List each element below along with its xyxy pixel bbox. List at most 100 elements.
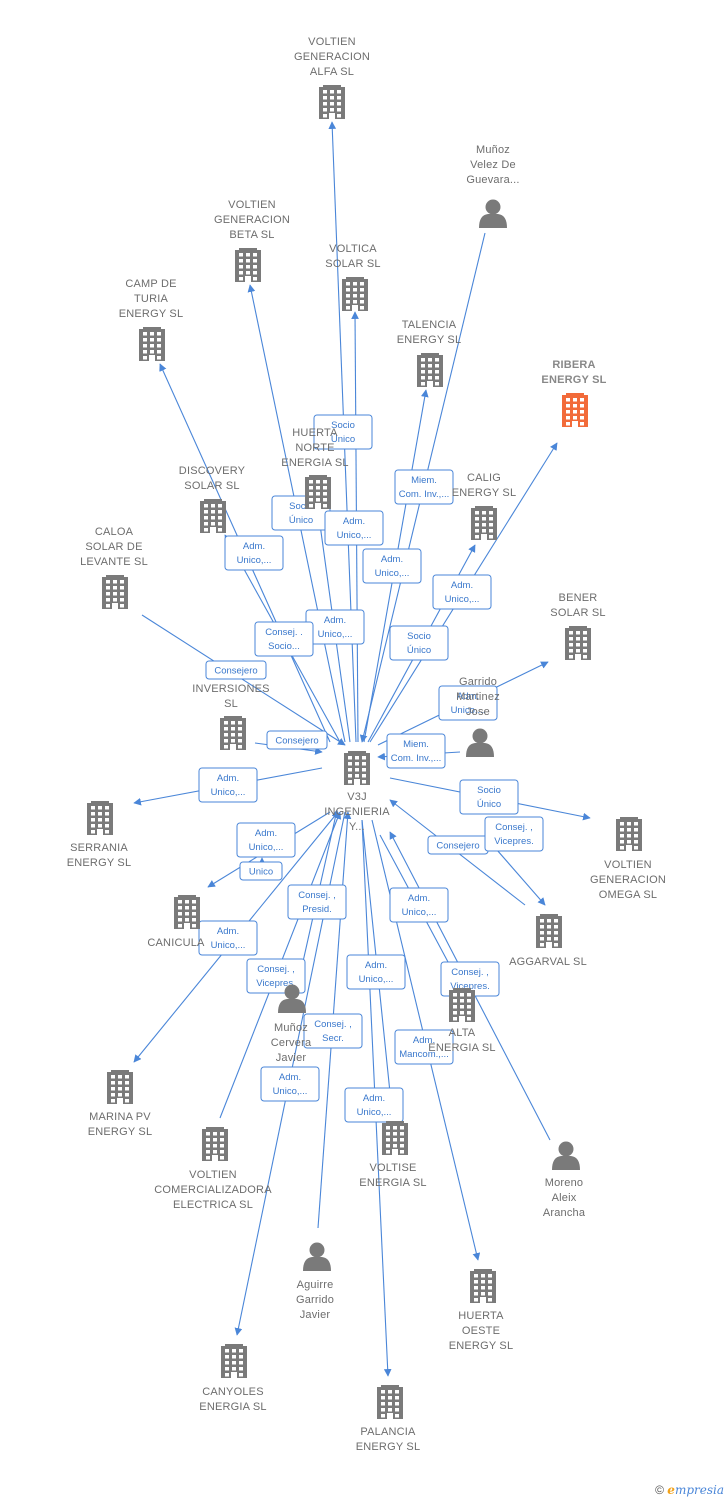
edge-role-label[interactable]: Adm.Mancom.,... bbox=[394, 1029, 454, 1065]
building-icon bbox=[305, 475, 331, 509]
node-label: ENERGY SL bbox=[541, 374, 606, 386]
copyright-symbol: © bbox=[655, 1483, 664, 1497]
node-ribera[interactable]: RIBERA ENERGY SL bbox=[541, 359, 606, 427]
edge-role-label[interactable]: Consej. .Socio... bbox=[254, 621, 314, 657]
node-label: INVERSIONES bbox=[192, 683, 269, 695]
building-icon bbox=[565, 626, 591, 660]
node-label: Y... bbox=[349, 821, 365, 833]
edge-role-label[interactable]: Adm.Unico,... bbox=[198, 767, 258, 803]
node-talencia[interactable]: TALENCIA ENERGY SL bbox=[397, 319, 462, 387]
building-icon bbox=[200, 499, 226, 533]
edge-role-label[interactable]: Adm. Unico,... bbox=[344, 1087, 404, 1123]
edge-role-label[interactable]: Adm.Unico,... bbox=[324, 510, 384, 546]
edge-label-text: Adm. bbox=[381, 554, 403, 565]
node-label: Arancha bbox=[543, 1207, 586, 1219]
node-label: CANYOLES bbox=[202, 1386, 264, 1398]
node-label: TALENCIA bbox=[402, 319, 457, 331]
building-icon bbox=[342, 277, 368, 311]
node-label: RIBERA bbox=[552, 359, 595, 371]
edge-role-label[interactable]: Consej. ,Secr. bbox=[303, 1013, 363, 1049]
edge-label-text: Único bbox=[289, 515, 313, 526]
edge-role-label[interactable]: Adm.Unico,... bbox=[236, 822, 296, 858]
edge-role-label[interactable]: Consejero bbox=[266, 730, 328, 750]
edge-role-label[interactable]: Miem.Com. Inv.,... bbox=[394, 469, 454, 505]
edge-label-text: Adm. bbox=[343, 516, 365, 527]
edge-label-box bbox=[484, 816, 544, 852]
edge-role-label[interactable]: Adm. Unico,... bbox=[362, 548, 422, 584]
node-canicula[interactable]: CANICULA bbox=[147, 895, 205, 949]
edge-role-label[interactable]: Miem.Com. Inv.,... bbox=[386, 733, 446, 769]
edge-label-text: Socio bbox=[407, 631, 431, 642]
edge-role-label[interactable]: Consejero bbox=[427, 835, 489, 855]
node-label: ENERGIA SL bbox=[281, 457, 348, 469]
edge-label-text: Miem. bbox=[403, 739, 429, 750]
edge-label-box bbox=[287, 884, 347, 920]
node-label: ENERGY SL bbox=[397, 334, 462, 346]
building-icon bbox=[536, 914, 562, 948]
edge-label-text: Adm. bbox=[363, 1093, 385, 1104]
edge-label-text: Socio bbox=[289, 501, 313, 512]
node-label: HUERTA bbox=[292, 427, 338, 439]
edge-role-label[interactable]: Consejero bbox=[205, 660, 267, 680]
edge-role-label[interactable]: Consej. ,Vicepres. bbox=[484, 816, 544, 852]
edge-label-text: Adm. bbox=[255, 828, 277, 839]
edge-role-label[interactable]: Consej. ,Presid. bbox=[287, 884, 347, 920]
edge-role-label[interactable]: Unico bbox=[239, 861, 283, 881]
edge-label-text: Unico,... bbox=[451, 705, 486, 716]
edge-role-label[interactable]: Adm.Unico,... bbox=[305, 609, 365, 645]
edge-role-label[interactable]: Adm.Unico,... bbox=[346, 954, 406, 990]
building-icon bbox=[471, 506, 497, 540]
edge-role-label[interactable]: Adm.Unico,... bbox=[432, 574, 492, 610]
building-icon-highlighted bbox=[562, 393, 588, 427]
edge-role-label[interactable]: Adm.Unico,... bbox=[389, 887, 449, 923]
edge-role-label[interactable]: Adm.Unico,... bbox=[438, 685, 498, 721]
node-label: ENERGY SL bbox=[88, 1126, 153, 1138]
edge-aggarval bbox=[489, 841, 546, 906]
edge-label-text: Adm. bbox=[408, 893, 430, 904]
edge-label-text: Unico,... bbox=[445, 594, 480, 605]
edge-role-label[interactable]: Consej. ,Vicepres. bbox=[246, 958, 306, 994]
edge-label-box bbox=[432, 574, 492, 610]
node-aggarval[interactable]: AGGARVAL SL bbox=[509, 914, 587, 968]
edge-label-box bbox=[246, 958, 306, 994]
building-icon bbox=[470, 1269, 496, 1303]
node-label: VOLTIEN bbox=[604, 859, 652, 871]
center-node-v3j[interactable]: V3JINGENIERIAY... bbox=[324, 751, 390, 833]
edge-role-label[interactable]: Adm.Unico,... bbox=[224, 535, 284, 571]
edge-role-label[interactable]: Adm.Unico,... bbox=[260, 1066, 320, 1102]
edge-label-text: Unico,... bbox=[357, 1107, 392, 1118]
edge-label-box bbox=[438, 685, 498, 721]
building-icon bbox=[235, 248, 261, 282]
person-icon bbox=[466, 728, 494, 757]
edge-role-label[interactable]: Adm.Unico,... bbox=[198, 920, 258, 956]
edge-label-text: Unico,... bbox=[375, 568, 410, 579]
